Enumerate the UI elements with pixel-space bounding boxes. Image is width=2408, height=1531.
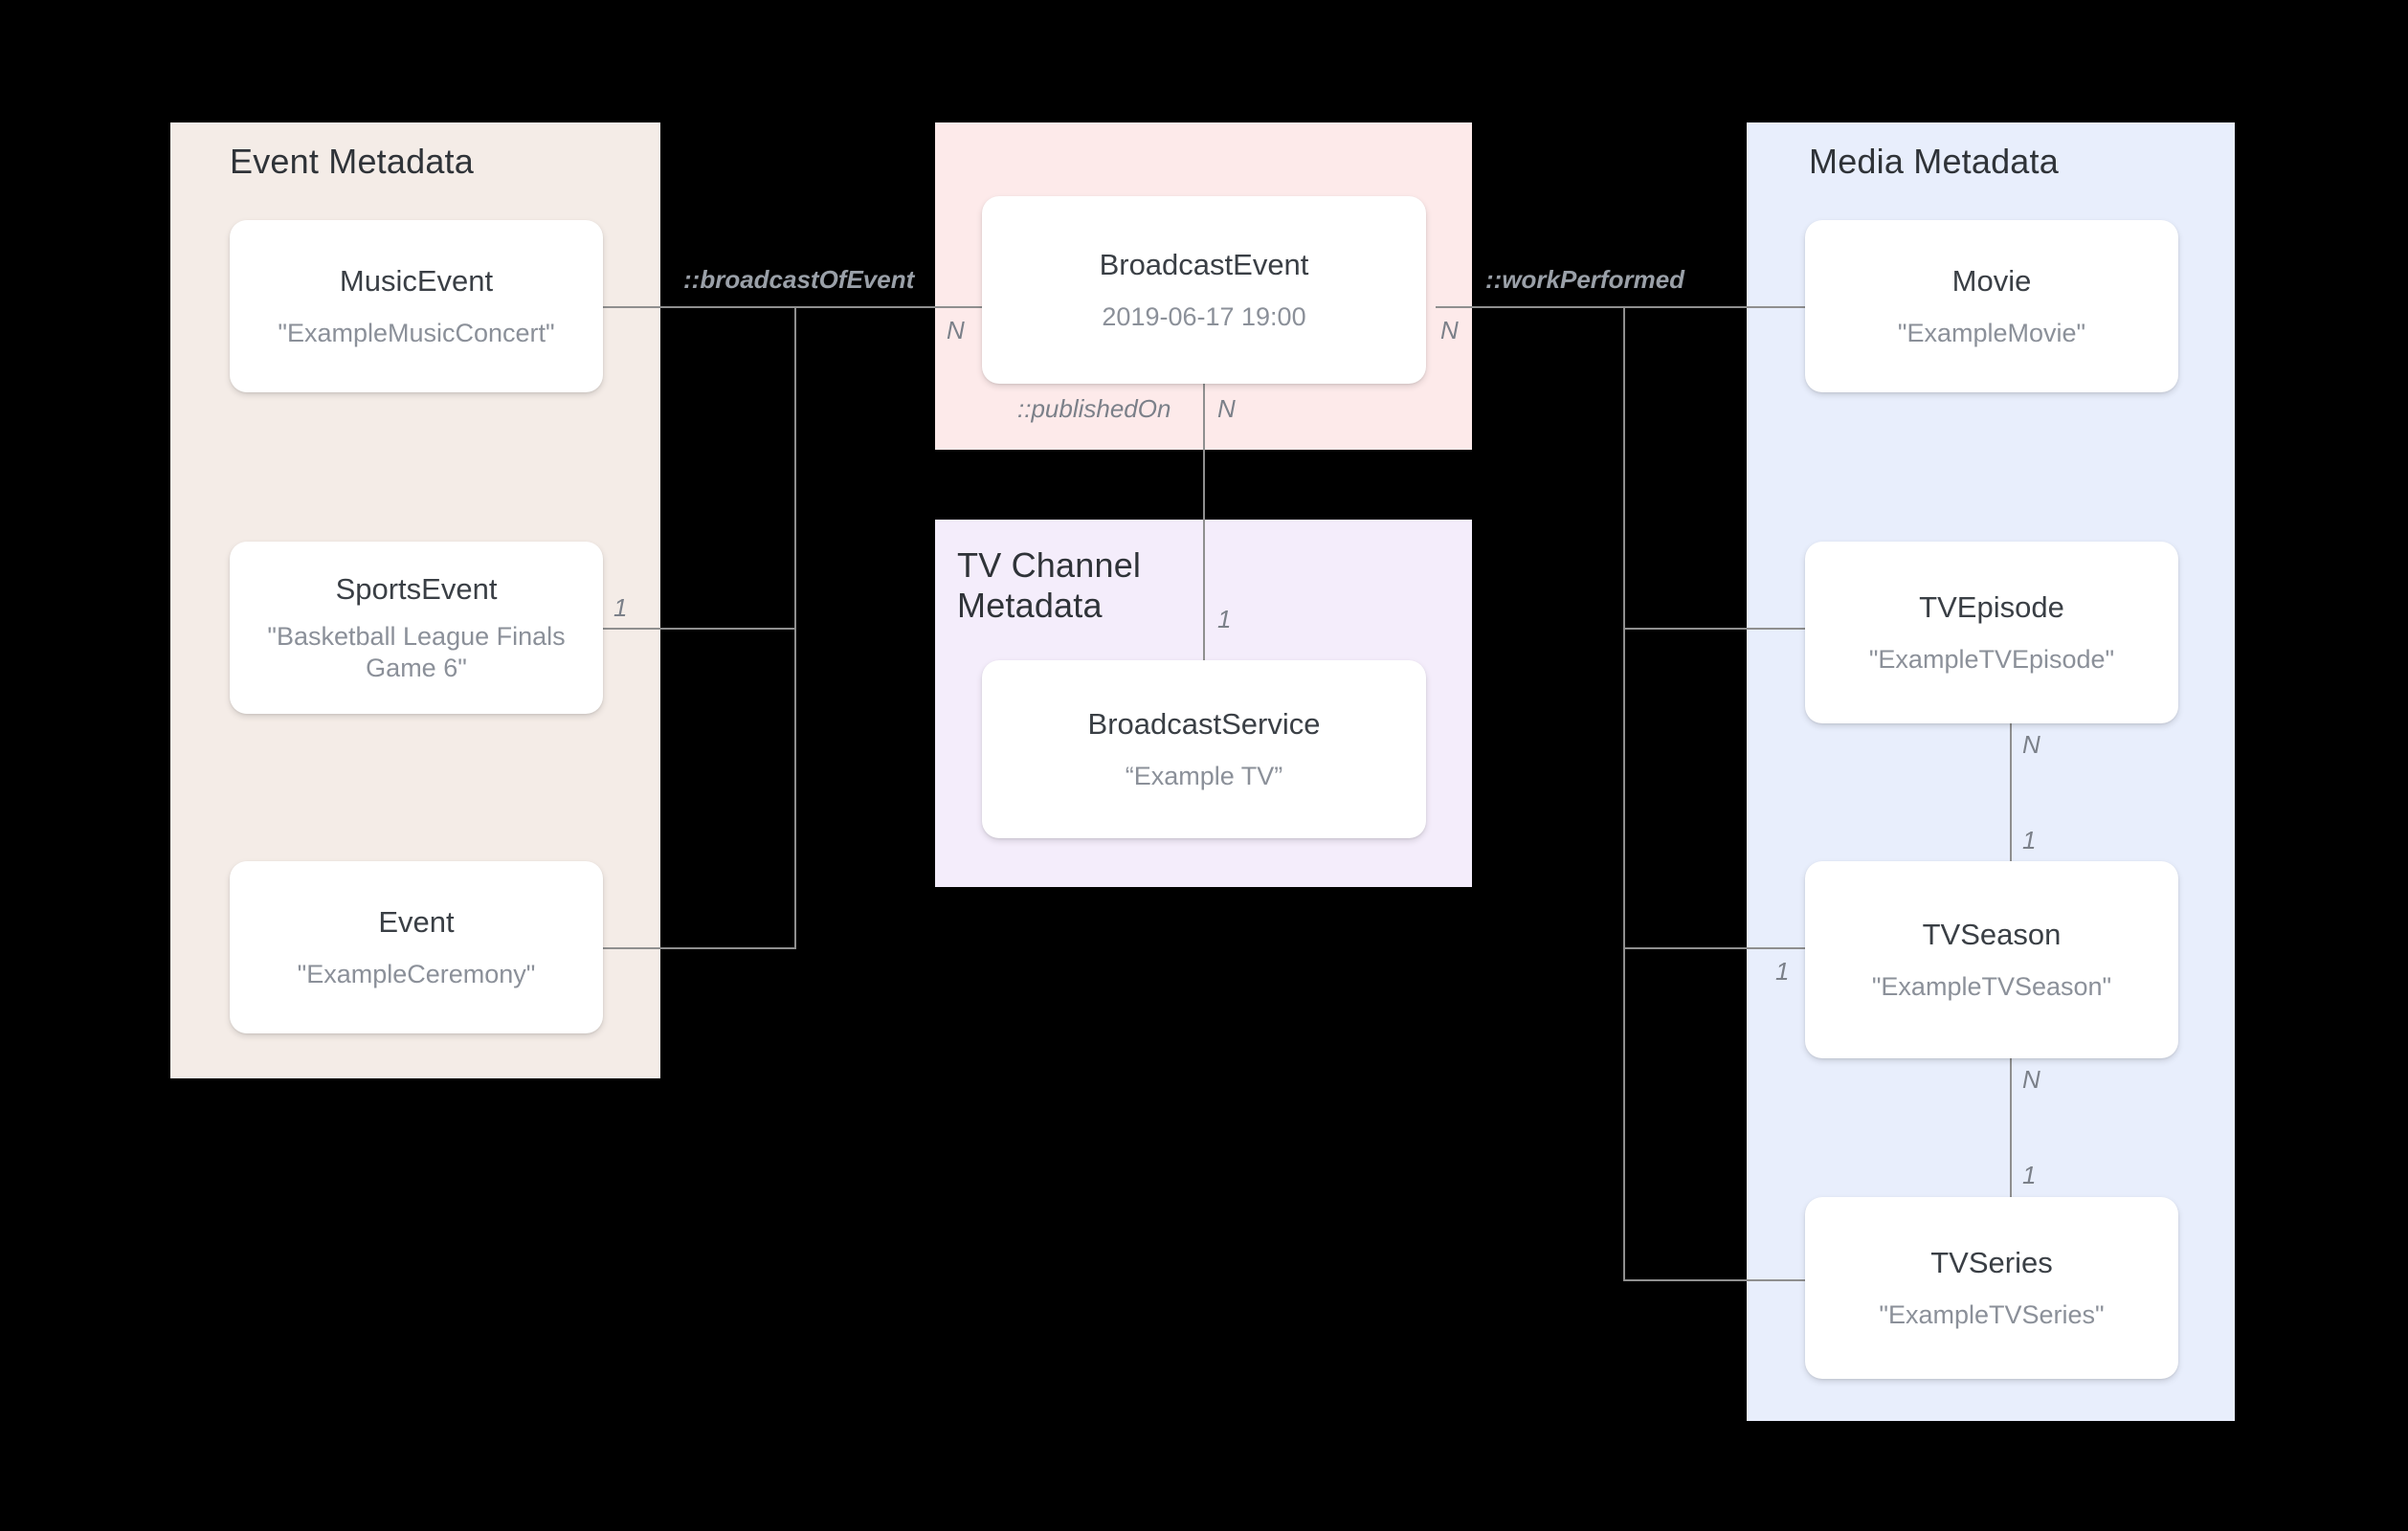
card-tv-season-type: TVSeason <box>1922 917 2062 951</box>
card-music-event[interactable]: MusicEvent "ExampleMusicConcert" <box>230 220 603 392</box>
card-event-type: Event <box>378 904 455 939</box>
card-broadcast-service[interactable]: BroadcastService “Example TV” <box>982 660 1426 838</box>
card-music-event-value: "ExampleMusicConcert" <box>278 319 555 348</box>
card-tv-episode-value: "ExampleTVEpisode" <box>1868 645 2115 675</box>
cardinality-tv-series-one: 1 <box>2022 1161 2037 1189</box>
cardinality-tv-season-n-bottom: N <box>2022 1065 2040 1094</box>
edge-left-trunk-vertical <box>794 306 796 949</box>
edge-right-trunk-vertical <box>1623 306 1625 1281</box>
card-broadcast-event-value: 2019-06-17 19:00 <box>1102 302 1306 332</box>
cardinality-broadcast-service-one: 1 <box>1217 605 1232 633</box>
edge-tv-episode-to-tv-season <box>2010 723 2012 905</box>
card-broadcast-event[interactable]: BroadcastEvent 2019-06-17 19:00 <box>982 196 1426 384</box>
relation-label-broadcast-of-event: ::broadcastOfEvent <box>683 265 915 294</box>
card-tv-series[interactable]: TVSeries "ExampleTVSeries" <box>1805 1197 2178 1379</box>
card-tv-series-value: "ExampleTVSeries" <box>1879 1300 2105 1330</box>
card-movie-type: Movie <box>1951 263 2032 298</box>
card-tv-episode[interactable]: TVEpisode "ExampleTVEpisode" <box>1805 542 2178 723</box>
card-broadcast-service-type: BroadcastService <box>1087 706 1321 741</box>
card-movie[interactable]: Movie "ExampleMovie" <box>1805 220 2178 392</box>
card-movie-value: "ExampleMovie" <box>1897 319 2086 348</box>
panel-title-tv-channel-metadata: TV Channel Metadata <box>957 545 1142 626</box>
edge-trunk-to-tv-season <box>1623 947 1805 949</box>
card-sports-event[interactable]: SportsEvent "Basketball League Finals Ga… <box>230 542 603 714</box>
card-event-value: "ExampleCeremony" <box>297 960 536 989</box>
edge-trunk-to-tv-episode <box>1623 628 1805 630</box>
relation-label-work-performed: ::workPerformed <box>1485 265 1685 294</box>
edge-tv-season-to-tv-series <box>2010 1058 2012 1221</box>
relation-label-published-on: ::publishedOn <box>1017 394 1171 423</box>
card-tv-season-value: "ExampleTVSeason" <box>1871 972 2112 1002</box>
edge-event-to-trunk <box>601 947 796 949</box>
panel-title-media-metadata: Media Metadata <box>1809 142 2059 181</box>
cardinality-sports-event-one: 1 <box>613 593 628 622</box>
card-broadcast-service-value: “Example TV” <box>1125 762 1283 791</box>
card-music-event-type: MusicEvent <box>339 263 494 298</box>
card-sports-event-type: SportsEvent <box>335 572 498 607</box>
edge-broadcast-event-to-right-trunk <box>1436 306 1809 308</box>
card-sports-event-value: "Basketball League Finals Game 6" <box>267 621 566 682</box>
cardinality-broadcast-event-bottom-n: N <box>1217 394 1236 423</box>
panel-title-event-metadata: Event Metadata <box>230 142 474 181</box>
edge-trunk-to-broadcast-event <box>601 306 984 308</box>
cardinality-tv-season-one-left: 1 <box>1775 957 1790 986</box>
card-event[interactable]: Event "ExampleCeremony" <box>230 861 603 1033</box>
cardinality-tv-season-one-top: 1 <box>2022 826 2037 854</box>
cardinality-broadcast-event-right-n: N <box>1440 316 1459 344</box>
edge-trunk-to-tv-series <box>1623 1279 1805 1281</box>
card-tv-season[interactable]: TVSeason "ExampleTVSeason" <box>1805 861 2178 1058</box>
edge-sports-event-to-trunk <box>601 628 796 630</box>
card-tv-series-type: TVSeries <box>1930 1245 2053 1279</box>
card-tv-episode-type: TVEpisode <box>1919 589 2064 624</box>
cardinality-tv-episode-n: N <box>2022 730 2040 759</box>
cardinality-broadcast-event-left-n: N <box>947 316 965 344</box>
edge-published-on <box>1203 383 1205 660</box>
card-broadcast-event-type: BroadcastEvent <box>1099 247 1309 281</box>
